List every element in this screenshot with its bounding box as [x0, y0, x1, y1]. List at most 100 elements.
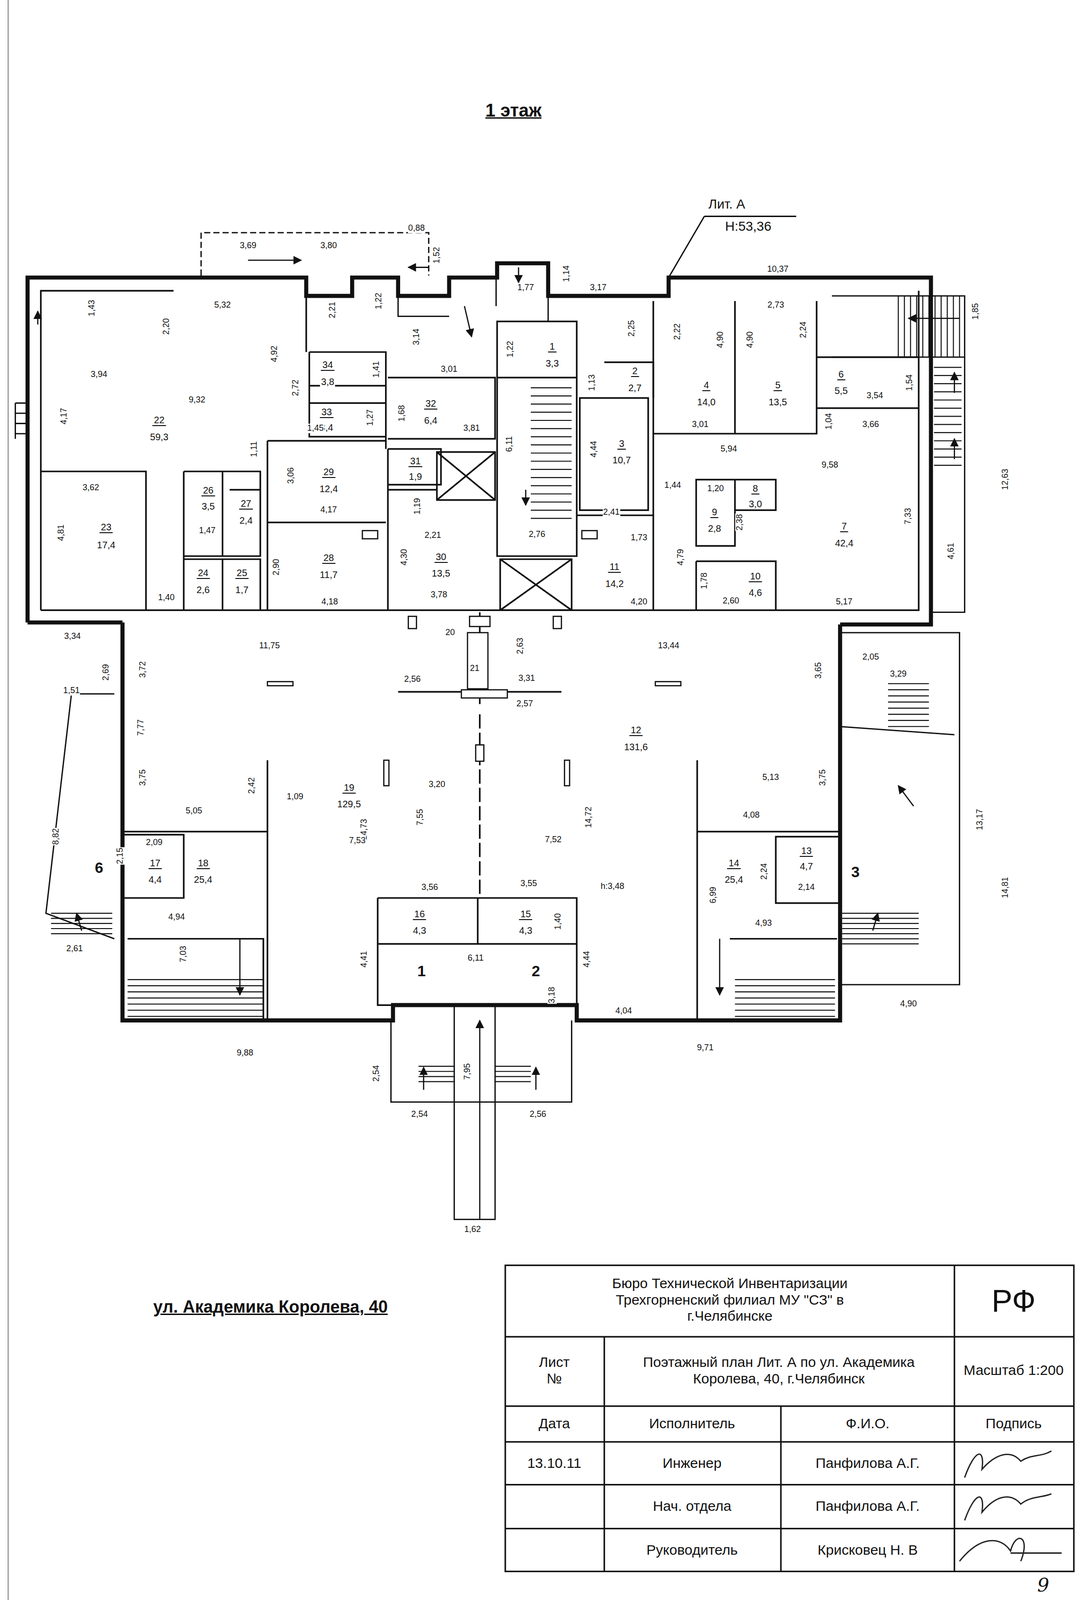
- dimension: 2,76: [527, 529, 546, 540]
- room-number: 19: [342, 782, 356, 794]
- dimension: 1,27: [365, 408, 376, 427]
- room-number: 31: [408, 455, 422, 468]
- dimension: 3,01: [440, 364, 458, 375]
- dimension: 5,94: [720, 444, 738, 454]
- dimension: 5,17: [835, 597, 854, 607]
- stair-step: [842, 912, 919, 914]
- stair-step: [530, 501, 572, 503]
- dimension: 1,22: [505, 340, 516, 358]
- stair-step: [888, 683, 930, 685]
- dimension: 1,73: [630, 533, 648, 543]
- dimension: 3,18: [547, 986, 557, 1004]
- dimension: 4,61: [946, 542, 956, 560]
- dimension: 2,69: [101, 663, 111, 682]
- dimension: 2,56: [529, 1109, 547, 1120]
- dimension: 4,30: [399, 548, 410, 566]
- dimension: 20: [444, 628, 456, 638]
- room-number: 9: [710, 506, 719, 519]
- dimension: 1,14: [561, 264, 572, 283]
- dimension: 2,20: [161, 318, 172, 336]
- stair-step: [933, 407, 962, 409]
- room-area: 42,4: [834, 537, 855, 549]
- room-area: 25,4: [192, 874, 214, 885]
- room-area: 131,6: [623, 741, 649, 753]
- dimension: 5,13: [762, 772, 780, 783]
- room-area: 4,3: [518, 925, 534, 936]
- room-area: 4,4: [147, 874, 163, 885]
- dimension: 2,14: [797, 883, 816, 893]
- dimension: 3,69: [239, 241, 257, 251]
- room-number: 34: [320, 359, 335, 371]
- stair-step: [922, 295, 924, 358]
- stair-step: [888, 701, 930, 703]
- partitions: [41, 290, 919, 1021]
- title-block-cell: 13.10.11: [527, 1455, 582, 1472]
- stair-step: [958, 295, 960, 358]
- dimension: 6,11: [467, 953, 485, 964]
- dimension: 4,94: [167, 912, 186, 922]
- stair-steps: [50, 295, 962, 1082]
- room-number: 24: [196, 567, 210, 579]
- stair-step: [530, 403, 572, 405]
- stair-step: [735, 979, 836, 981]
- stair-step: [888, 707, 930, 709]
- stair-step: [934, 295, 936, 358]
- room-number: 5: [773, 379, 782, 392]
- stair-step: [933, 415, 962, 417]
- stair-step: [530, 460, 572, 462]
- dimension: 3,31: [518, 673, 536, 684]
- dimension: 2,09: [145, 837, 163, 848]
- dimension: 3,81: [462, 423, 481, 434]
- dimension: 1,85: [971, 302, 981, 320]
- dimension: 1,52: [432, 246, 442, 264]
- room-area: 4,6: [747, 587, 763, 598]
- dimension: 6,99: [708, 886, 719, 904]
- dimension: h:3,48: [600, 881, 625, 892]
- room-number: 13: [799, 845, 813, 857]
- room-number: 16: [412, 908, 427, 921]
- dimension: 2,22: [673, 322, 683, 341]
- dimension: 2,60: [721, 596, 740, 606]
- room-area: 14,2: [604, 578, 625, 589]
- dimension: 13,44: [657, 641, 680, 651]
- dimension: 3,06: [286, 466, 296, 485]
- dimension: 1,54: [905, 373, 915, 392]
- stair-step: [897, 295, 899, 358]
- stair-step: [735, 1015, 836, 1017]
- stair-step: [50, 933, 113, 935]
- dimension: 1,68: [397, 404, 407, 422]
- signatures: [959, 1450, 1062, 1562]
- room-number: 6: [837, 368, 846, 381]
- room-area: 3,8: [320, 376, 336, 387]
- room-number: 32: [424, 398, 438, 410]
- dimension: 3,17: [589, 283, 607, 293]
- dimension: 1,43: [87, 299, 97, 318]
- page-number: 9: [1037, 1574, 1049, 1596]
- dimension: 7,33: [903, 507, 914, 526]
- dimension: 6,11: [504, 435, 515, 453]
- stair-step: [530, 518, 572, 520]
- country-mark: РФ: [991, 1283, 1036, 1319]
- dimension: 2,72: [291, 378, 301, 397]
- dimension: 1,62: [463, 1224, 482, 1235]
- dimension: 1,11: [249, 440, 260, 458]
- stair-step: [530, 436, 572, 438]
- room-area: 3,3: [544, 358, 560, 369]
- room-number: 33: [319, 406, 334, 419]
- title-block-cell: Панфилова А.Г.: [815, 1498, 921, 1515]
- stair-step: [50, 917, 113, 919]
- title-block-cell: Ф.И.О.: [845, 1415, 890, 1433]
- stair-step: [530, 419, 572, 421]
- title-block-cell: Панфилова А.Г.: [815, 1455, 921, 1472]
- dimension: 2,38: [735, 513, 746, 532]
- dimension: 3,75: [818, 768, 828, 787]
- room-number: 26: [201, 485, 215, 497]
- dimension: 0,88: [407, 224, 426, 234]
- dimension: 3,80: [319, 241, 338, 251]
- stair-step: [530, 452, 572, 454]
- stair-step: [735, 1003, 836, 1005]
- dimension: 1,77: [517, 283, 535, 293]
- stair-step: [530, 493, 572, 495]
- dimension: 2,42: [247, 777, 257, 795]
- stair-step: [842, 938, 919, 940]
